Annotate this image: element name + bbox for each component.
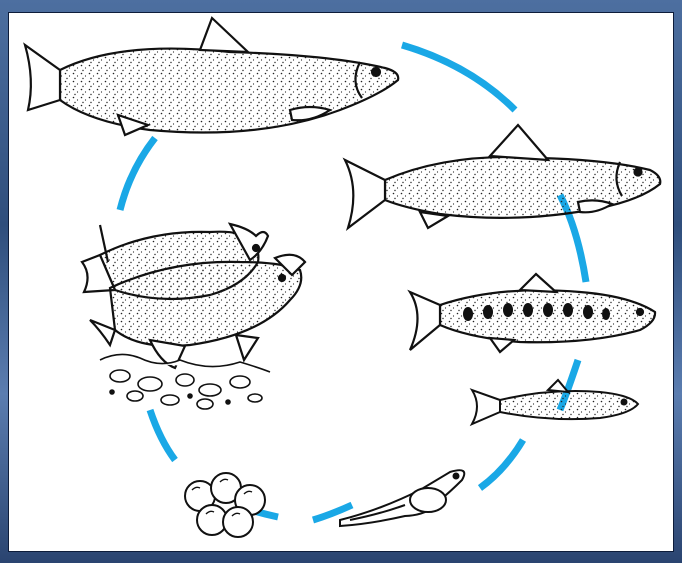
adult-salmon-icon — [345, 125, 660, 228]
fry-icon — [472, 380, 638, 424]
adult-salmon-icon — [25, 18, 398, 135]
cycle-dash — [402, 45, 515, 110]
spawning-pair-icon — [82, 224, 305, 368]
alevin-icon — [340, 470, 464, 526]
parr-icon — [410, 274, 655, 352]
gravel-bed-icon — [100, 354, 270, 409]
cycle-dash — [120, 138, 155, 210]
cycle-dash — [150, 410, 175, 460]
cycle-dash — [480, 440, 523, 488]
eggs-icon — [185, 473, 265, 537]
